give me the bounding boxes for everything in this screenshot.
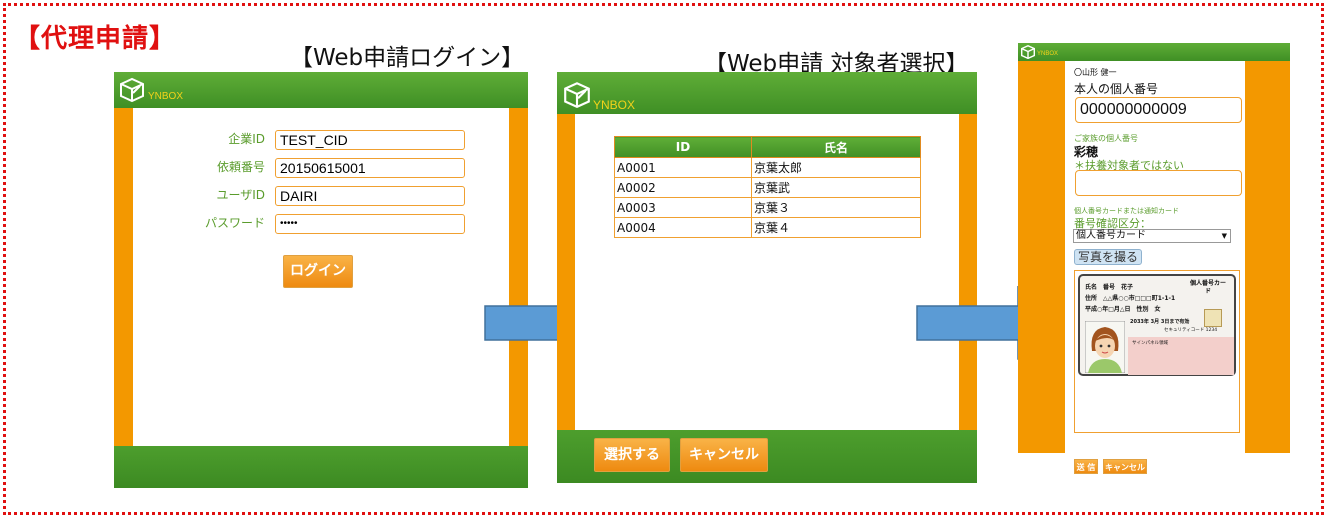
left-bar (557, 114, 575, 430)
box-logo-icon (120, 77, 144, 102)
confirm-type-value: 個人番号カード (1076, 230, 1146, 241)
right-bar (1245, 61, 1290, 453)
card-name-line: 氏名 番号 花子 (1085, 284, 1134, 291)
app-header: YNBOX (1018, 43, 1290, 61)
app-footer (114, 446, 528, 488)
my-number-card-image: 氏名 番号 花子 住所 △△県○○市□□□町1-1-1 平成○年□月△日 性別 … (1078, 274, 1236, 376)
right-bar (509, 108, 528, 483)
brand-name: YNBOX (593, 98, 636, 112)
right-bar (959, 114, 977, 430)
column-header-name: 氏名 (751, 136, 921, 158)
own-number-input[interactable]: 000000000009 (1075, 97, 1242, 123)
left-bar (1018, 61, 1065, 453)
table-row[interactable]: A0001 京葉太郎 (614, 157, 921, 178)
caption-login: 【Web申請ログイン】 (290, 45, 525, 71)
selection-screen: YNBOX ID 氏名 A0001 京葉太郎 A0002 京葉武 A0003 京… (557, 72, 977, 483)
cancel-button[interactable]: キャンセル (1103, 459, 1147, 474)
card-birth-line: 平成○年□月△日 性別 女 (1085, 306, 1161, 313)
box-logo-icon (564, 82, 590, 108)
company-id-input[interactable]: TEST_CID (275, 130, 465, 150)
app-header: YNBOX (114, 72, 528, 108)
brand-name: YNBOX (1037, 51, 1059, 57)
card-chip-icon (1204, 309, 1222, 327)
portrait-icon (1085, 321, 1125, 373)
section-title: 【代理申請】 (14, 24, 177, 54)
login-button[interactable]: ログイン (283, 255, 353, 288)
photo-preview-area: 氏名 番号 花子 住所 △△県○○市□□□町1-1-1 平成○年□月△日 性別 … (1074, 270, 1240, 433)
cell-id: A0002 (614, 177, 752, 198)
cell-name: 京葉太郎 (751, 157, 921, 178)
user-name: 〇山形 健一 (1074, 68, 1117, 77)
cell-name: 京葉４ (751, 217, 921, 238)
brand-name: YNBOX (148, 91, 184, 102)
password-label: パスワード (204, 216, 265, 230)
card-address-line: 住所 △△県○○市□□□町1-1-1 (1085, 295, 1176, 302)
app-footer: 選択する キャンセル (557, 430, 977, 483)
password-input[interactable]: ••••• (275, 214, 465, 234)
confirm-type-select[interactable]: 個人番号カード ▼ (1073, 229, 1231, 243)
personal-number-screen: YNBOX 〇山形 健一 本人の個人番号 000000000009 ご家族の個人… (1018, 43, 1290, 483)
family-name: 彩穂 (1074, 145, 1099, 159)
request-number-label: 依頼番号 (216, 160, 265, 174)
company-id-label: 企業ID (228, 132, 265, 146)
left-bar (114, 108, 133, 483)
request-number-input[interactable]: 20150615001 (275, 158, 465, 178)
app-footer (1018, 453, 1290, 483)
confirm-type-label: 番号確認区分： (1074, 217, 1151, 230)
column-header-id: ID (614, 136, 752, 158)
card-title: 個人番号カード (1189, 280, 1226, 295)
user-id-label: ユーザID (216, 188, 265, 202)
cancel-button[interactable]: キャンセル (680, 438, 768, 472)
cell-id: A0001 (614, 157, 752, 178)
take-photo-button[interactable]: 写真を撮る (1074, 249, 1143, 265)
not-dependent-note: ＊扶養対象者ではない (1074, 159, 1184, 172)
cell-id: A0004 (614, 217, 752, 238)
employee-table: ID 氏名 A0001 京葉太郎 A0002 京葉武 A0003 京葉３ A00… (614, 136, 921, 238)
card-expiry: 2033年 3月 3日まで有効 (1130, 319, 1190, 325)
red-dotted-frame (3, 3, 1324, 515)
own-number-label: 本人の個人番号 (1074, 82, 1159, 96)
cell-id: A0003 (614, 197, 752, 218)
card-sign-panel: サインパネル領域 (1128, 337, 1234, 375)
table-row[interactable]: A0002 京葉武 (614, 177, 921, 198)
table-row[interactable]: A0003 京葉３ (614, 197, 921, 218)
login-screen: YNBOX 企業ID TEST_CID 依頼番号 20150615001 ユーザ… (114, 72, 528, 488)
box-logo-icon (1021, 45, 1035, 59)
user-id-input[interactable]: DAIRI (275, 186, 465, 206)
family-number-input[interactable] (1075, 170, 1242, 196)
table-row[interactable]: A0004 京葉４ (614, 217, 921, 238)
submit-button[interactable]: 送 信 (1074, 459, 1098, 474)
dropdown-arrow-icon: ▼ (1221, 232, 1227, 240)
cell-name: 京葉武 (751, 177, 921, 198)
cell-name: 京葉３ (751, 197, 921, 218)
card-hint: 個人番号カードまたは通知カード (1074, 207, 1179, 215)
app-header: YNBOX (557, 72, 977, 114)
table-header-row: ID 氏名 (614, 136, 921, 158)
family-number-label: ご家族の個人番号 (1074, 134, 1138, 143)
card-sign-label: サインパネル領域 (1132, 341, 1168, 346)
card-security-code: セキュリティコード 1234 (1164, 328, 1218, 333)
select-button[interactable]: 選択する (594, 438, 670, 472)
